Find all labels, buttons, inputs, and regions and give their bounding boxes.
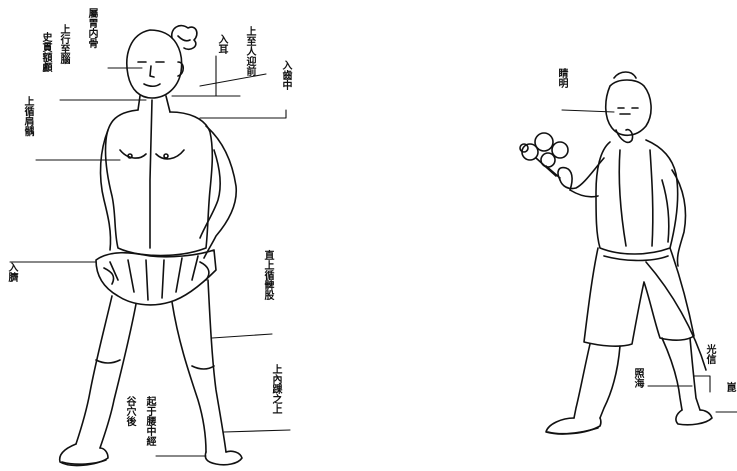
label-upper-left-2: 史貫額顱: [40, 32, 51, 72]
label-shoulder: 上循肩髃: [22, 96, 33, 136]
right-head: [606, 80, 651, 135]
right-figure: [520, 72, 737, 434]
left-head: [127, 30, 182, 98]
right-arm-right: [672, 170, 686, 266]
left-topknot: [172, 26, 197, 50]
label-upper-left-1: 上行至腦: [58, 24, 69, 64]
right-leg-right: [662, 338, 682, 410]
right-leg-left: [574, 344, 590, 418]
label-face: 睛明: [556, 68, 567, 88]
label-knee: 上內踝之上: [270, 364, 281, 414]
left-leg-right: [172, 302, 206, 452]
left-foot-right: [205, 451, 242, 465]
label-thigh: 直上循髀股: [262, 250, 273, 300]
label-ankle: 光信: [704, 344, 715, 364]
label-edge: 崑: [724, 382, 735, 392]
flower-bunch: [520, 133, 568, 178]
label-heel: 照海: [632, 368, 643, 388]
label-ear: 入耳: [216, 34, 227, 54]
label-belly: 入臍: [6, 262, 17, 282]
label-head-top: 屬胃内骨: [86, 8, 97, 48]
label-gum: 入齒中: [280, 60, 291, 90]
label-foot-1: 起于腰中經: [144, 396, 155, 446]
label-mouth: 上至人迎前: [244, 26, 255, 76]
right-foot-right: [676, 410, 712, 425]
right-foot-left: [546, 418, 601, 434]
label-foot-2: 谷穴後: [124, 396, 135, 426]
left-leg-left: [76, 296, 112, 444]
left-torso: [105, 110, 212, 256]
